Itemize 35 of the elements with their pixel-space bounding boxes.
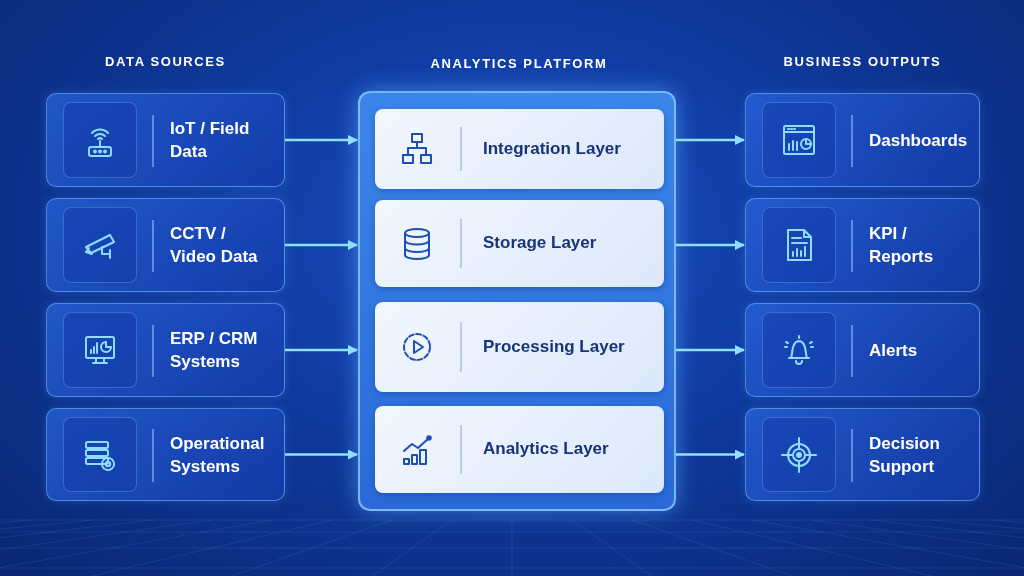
node-label: CCTV / Video Data <box>170 223 259 268</box>
node-label: IoT / Field Data <box>170 118 251 163</box>
node-card <box>745 198 980 292</box>
layer-card <box>375 302 664 392</box>
arrow <box>285 240 358 250</box>
arrow <box>676 345 745 355</box>
arrow <box>285 135 358 145</box>
arrow <box>676 240 745 250</box>
node-label: Processing Layer <box>483 335 626 358</box>
node-label: KPI / Reports <box>869 223 935 268</box>
node-card <box>46 93 285 187</box>
node-card <box>46 198 285 292</box>
node-label: Storage Layer <box>483 232 598 255</box>
node-label: Decision Support <box>869 432 941 478</box>
arrow <box>285 449 358 460</box>
layer-card <box>375 406 664 493</box>
column-heading: BUSINESS OUTPUTS <box>782 54 943 69</box>
node-card <box>46 408 285 501</box>
node-label: ERP / CRM Systems <box>170 328 259 373</box>
column-heading: ANALYTICS PLATFORM <box>429 56 609 71</box>
node-card <box>745 93 980 187</box>
node-card <box>46 303 285 397</box>
arrow <box>285 345 358 355</box>
node-label: Integration Layer <box>483 137 622 160</box>
column-heading: DATA SOURCES <box>104 54 227 69</box>
node-card <box>745 408 980 501</box>
layer-card <box>375 109 664 189</box>
node-label: Operational Systems <box>170 432 266 478</box>
node-label: Alerts <box>869 339 919 362</box>
node-label: Analytics Layer <box>483 438 610 461</box>
arrow <box>676 135 745 145</box>
layer-card <box>375 200 664 287</box>
arrow <box>676 449 745 460</box>
node-card <box>745 303 980 397</box>
node-label: Dashboards <box>869 129 969 152</box>
